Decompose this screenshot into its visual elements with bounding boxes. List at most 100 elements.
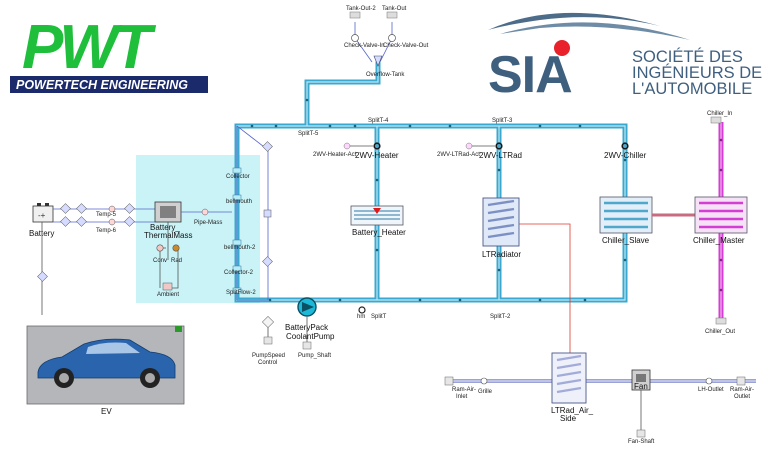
heater-valve-label: 2WV-Heater — [355, 151, 399, 160]
tank-out-2-node — [349, 11, 361, 19]
chiller-valve-group: 2WV-Chiller — [604, 142, 647, 160]
thermal-mass-label-1: Battery_ — [150, 223, 180, 232]
coolant-main-loop — [234, 123, 628, 303]
conv-node — [156, 244, 164, 252]
sia-logo: SIA SOCIÉTÉ DES INGÉNIEURS DE L'AUTOMOBI… — [488, 12, 762, 104]
pump-shaft-label: Pump_Shaft — [298, 353, 331, 359]
rad-label: Rad — [171, 258, 182, 264]
thermal-mass-label-2: ThermalMass — [144, 231, 192, 240]
check-valve-out-label: Check-Valve-Out — [383, 43, 429, 49]
pump-speed-control-node — [263, 336, 273, 345]
splitT-label: SplitT — [371, 314, 387, 320]
ram-air-outlet-node — [736, 376, 746, 386]
lt-radiator: LTRadiator — [482, 197, 521, 259]
chiller-valve-label: 2WV-Chiller — [604, 151, 647, 160]
ev-status-mark — [175, 326, 182, 332]
sia-swoosh-2 — [500, 22, 690, 40]
collector-path: Collector bellmouth bellmouth-2 Collecto… — [224, 125, 273, 301]
ev-label: EV — [101, 407, 112, 416]
split-2-label: SplitT-2 — [490, 314, 511, 320]
pump-shaft-node — [302, 341, 312, 350]
check-valve-out-icon — [388, 34, 396, 42]
coolant-pump-label-2: CoolantPump — [286, 332, 335, 341]
battery-icon — [32, 205, 54, 223]
bellmouth-2-label: bellmouth-2 — [224, 245, 256, 251]
temp-5-label: Temp-5 — [96, 212, 117, 218]
conv-label: Conv — [153, 258, 167, 264]
collector-label: Collector — [226, 174, 250, 180]
lh-outlet-node — [705, 377, 713, 385]
radiator-air-link — [519, 223, 571, 355]
chiller-out-node — [715, 317, 727, 325]
hm-node — [358, 306, 366, 314]
pwt-logo-mark: PWT — [22, 13, 157, 82]
chiller-slave: Chiller_Slave — [599, 196, 653, 245]
signal-nodes — [37, 203, 135, 282]
air-side-loop: Ram-Air- Inlet Grille LTRad_Air_ Side Fa… — [444, 223, 756, 445]
tank-out-2-label: Tank-Out-2 — [346, 6, 376, 12]
chiller-in-node — [710, 116, 722, 124]
pipe-mass-node — [201, 208, 209, 216]
ltrad-air-side-label-2: Side — [560, 414, 577, 423]
ram-air-outlet-label: Ram-Air- — [730, 387, 754, 393]
pwt-logo-tagline: POWERTECH ENGINEERING — [16, 78, 188, 92]
tank-out-node — [386, 11, 398, 19]
chiller-master-label: Chiller_Master — [693, 236, 745, 245]
tank-icon — [373, 55, 383, 67]
bellmouth-label: bellmouth — [226, 199, 252, 205]
tank-out-label: Tank-Out — [382, 6, 407, 12]
ev-vehicle: EV — [26, 325, 185, 416]
heater-valve-group: 2WV-Heater-Act 2WV-Heater — [313, 142, 399, 160]
grille-node — [480, 377, 488, 385]
fan-label: Fan — [634, 382, 648, 391]
overflow-tank-group: Tank-Out-2 Tank-Out Check-Valve-In Check… — [344, 6, 429, 78]
pwt-tagline-bar — [10, 76, 208, 93]
tank-lines — [354, 22, 393, 63]
ltrad-actuator-node — [465, 142, 473, 150]
ltrad-valve-label: 2WV-LTRad — [479, 151, 522, 160]
coolant-pump: BatteryPack CoolantPump PumpSpeed Contro… — [252, 297, 335, 366]
ambient-label: Ambient — [157, 292, 179, 298]
lh-outlet-label: LH-Outlet — [698, 387, 724, 393]
sia-line-1: SOCIÉTÉ DES — [632, 47, 743, 66]
sia-swoosh — [488, 12, 660, 30]
battery-heater-label: Battery_Heater — [352, 228, 406, 237]
chiller-out-label: Chiller_Out — [705, 329, 735, 335]
overflow-tank-label: Overflow-Tank — [366, 72, 405, 78]
ltrad-actuator-label: 2WV-LTRad-Act — [437, 152, 480, 158]
fan-shaft-node — [636, 429, 646, 438]
chiller-slave-label: Chiller_Slave — [602, 236, 650, 245]
ltrad-valve-group: 2WV-LTRad-Act 2WV-LTRad — [437, 142, 522, 160]
ltrad-air-side-label-1: LTRad_Air_ — [551, 406, 594, 415]
hm-label: hm — [357, 314, 365, 320]
check-valve-in-label: Check-Valve-In — [344, 43, 385, 49]
lt-radiator-label: LTRadiator — [482, 250, 521, 259]
heater-actuator-label: 2WV-Heater-Act — [313, 152, 357, 158]
sia-logo-mark: SIA — [488, 46, 572, 104]
battery-heater: Battery_Heater — [350, 205, 406, 237]
pwt-logo: PWT POWERTECH ENGINEERING — [10, 13, 208, 93]
heater-actuator-node — [343, 142, 351, 150]
ram-air-inlet-label-2: Inlet — [456, 394, 468, 400]
pump-speed-node — [261, 315, 275, 329]
radiator-icon — [551, 352, 587, 404]
battery-thermal-network: -+ Battery Temp-5 Temp-6 Battery_ Therma… — [29, 201, 232, 315]
car-icon — [37, 338, 176, 388]
chiller-in-label: Chiller_In — [707, 111, 732, 117]
chiller-master: Chiller_Master — [693, 196, 748, 245]
temp-6-label: Temp-6 — [96, 228, 117, 234]
rad-node — [172, 244, 180, 252]
pipe-joints — [250, 98, 627, 302]
split-4-label: SplitT-4 — [368, 118, 389, 124]
split-3-label: SplitT-3 — [492, 118, 513, 124]
fan-shaft-label: Fan-Shaft — [628, 439, 655, 445]
pipe-mass-label: Pipe-Mass — [194, 220, 222, 226]
pump-speed-label-2: Control — [258, 360, 277, 366]
ram-air-inlet-node — [444, 376, 454, 386]
ram-air-inlet-label: Ram-Air- — [452, 387, 476, 393]
split-5-label: SplitT-5 — [298, 131, 319, 137]
sia-line-2: INGÉNIEURS DE — [632, 63, 762, 82]
svg-text:-+: -+ — [38, 211, 46, 220]
ambient-node — [162, 282, 173, 291]
